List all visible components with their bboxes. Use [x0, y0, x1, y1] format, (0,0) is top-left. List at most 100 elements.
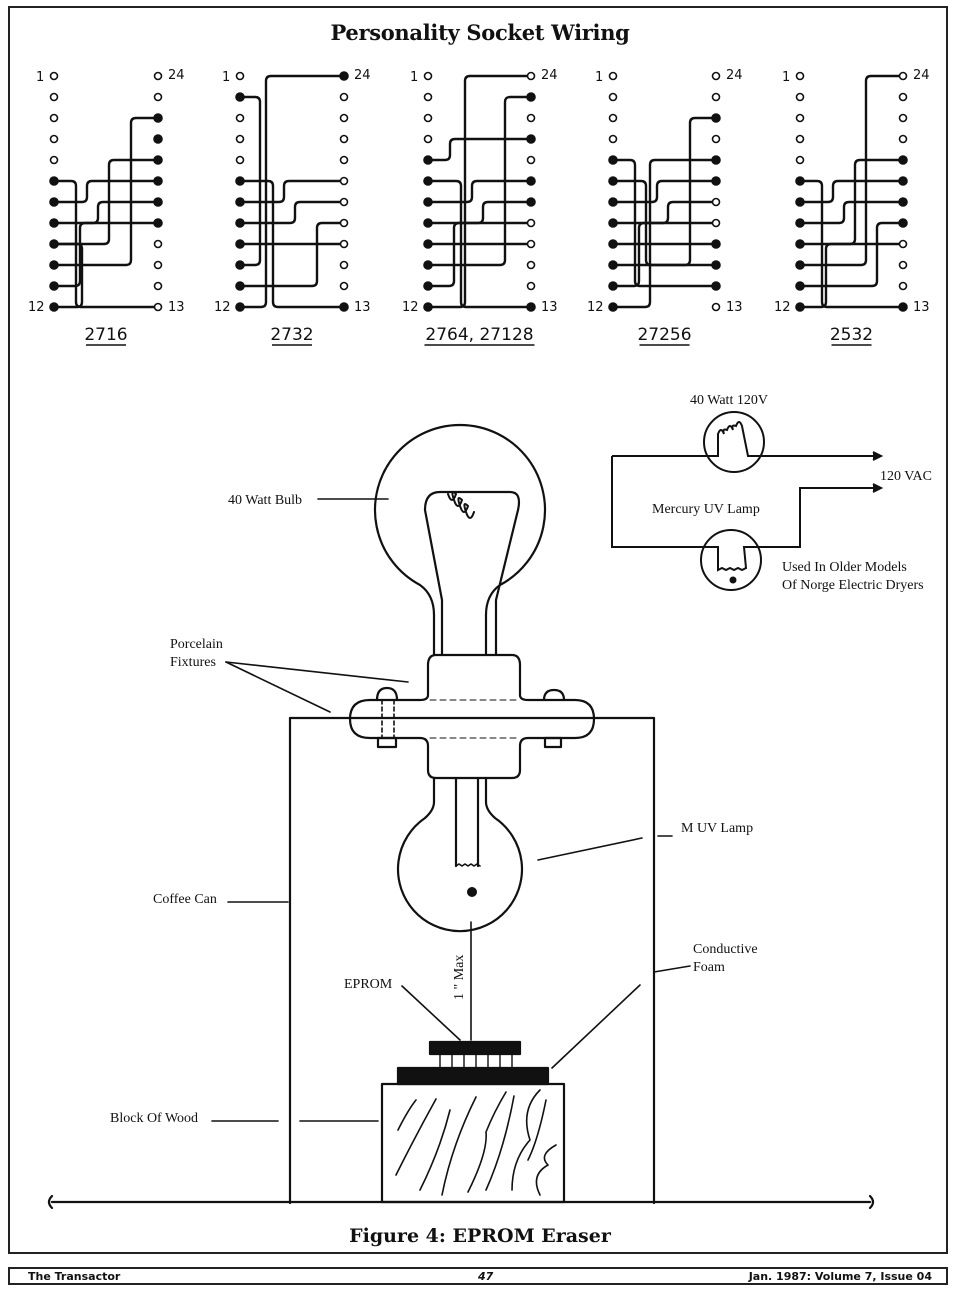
socket-pin-left-5	[608, 155, 618, 165]
page-title: Personality Socket Wiring	[330, 20, 630, 45]
socket-pin-right-24	[339, 71, 349, 81]
socket-pin-left-6	[608, 176, 618, 186]
socket-pin-right-21	[898, 134, 908, 144]
socket-pin-right-19	[898, 176, 908, 186]
wiring-trace	[54, 158, 158, 246]
socket-pin-right-24	[153, 71, 163, 81]
socket-chip-name: 2716	[84, 325, 127, 345]
socket-pin-right-23	[711, 92, 721, 102]
pin-label-12: 12	[587, 300, 604, 315]
pin-label-1: 1	[222, 70, 230, 85]
socket-pin-left-2	[49, 92, 59, 102]
socket-pin-right-16	[339, 239, 349, 249]
socket-pin-right-24	[526, 71, 536, 81]
socket-pin-right-13	[711, 302, 721, 312]
socket-pin-left-11	[423, 281, 433, 291]
socket-pin-left-10	[49, 260, 59, 270]
conductive-foam	[396, 1066, 550, 1086]
socket-pin-left-7	[795, 197, 805, 207]
footer-publication: The Transactor	[28, 1270, 121, 1283]
socket-pin-right-24	[898, 71, 908, 81]
pin-label-24: 24	[541, 68, 558, 83]
wiring-trace	[240, 179, 344, 204]
socket-pin-left-8	[49, 218, 59, 228]
socket-pin-right-14	[711, 281, 721, 291]
socket-pin-left-3	[608, 113, 618, 123]
socket-pin-left-6	[235, 176, 245, 186]
socket-pin-left-12	[608, 302, 618, 312]
wiring-trace	[800, 179, 903, 204]
socket-pin-right-14	[898, 281, 908, 291]
socket-pin-left-4	[795, 134, 805, 144]
socket-pin-left-5	[49, 155, 59, 165]
socket-pin-right-20	[339, 155, 349, 165]
socket-pin-right-18	[526, 197, 536, 207]
socket-pin-right-20	[898, 155, 908, 165]
schematic-lamp-label: Mercury UV Lamp	[652, 502, 760, 517]
socket-pin-right-13	[898, 302, 908, 312]
socket-pin-right-15	[711, 260, 721, 270]
pin-label-12: 12	[402, 300, 419, 315]
socket-pin-right-18	[339, 197, 349, 207]
figure-caption: Figure 4: EPROM Eraser	[349, 1225, 611, 1247]
socket-pin-left-1	[235, 71, 245, 81]
socket-pin-left-1	[423, 71, 433, 81]
pin-label-24: 24	[726, 68, 743, 83]
page-footer: The Transactor 47 Jan. 1987: Volume 7, I…	[8, 1267, 948, 1285]
socket-pin-right-21	[711, 134, 721, 144]
circuit-schematic	[611, 411, 884, 591]
socket-pin-left-7	[608, 197, 618, 207]
pin-label-12: 12	[28, 300, 45, 315]
socket-pin-right-18	[711, 197, 721, 207]
socket-chip-name: 2764, 27128	[425, 325, 533, 345]
schematic-note-1: Used In Older Models	[782, 560, 907, 575]
label-conductive-2: Foam	[693, 960, 725, 975]
socket-pin-right-15	[898, 260, 908, 270]
socket-pin-left-7	[235, 197, 245, 207]
socket-pin-right-15	[339, 260, 349, 270]
socket-pin-right-18	[898, 197, 908, 207]
socket-pin-left-7	[49, 197, 59, 207]
socket-pin-right-17	[526, 218, 536, 228]
wiring-trace	[54, 221, 158, 288]
coffee-can	[288, 716, 656, 1205]
socket-pin-right-23	[153, 92, 163, 102]
socket-pin-left-5	[235, 155, 245, 165]
socket-pin-left-1	[795, 71, 805, 81]
socket-pin-right-23	[526, 92, 536, 102]
wiring-trace	[428, 74, 531, 309]
socket-pin-left-2	[235, 92, 245, 102]
socket-pin-right-22	[711, 113, 721, 123]
socket-pin-left-2	[608, 92, 618, 102]
pin-label-12: 12	[214, 300, 231, 315]
socket-pin-right-22	[153, 113, 163, 123]
socket-pin-right-16	[711, 239, 721, 249]
label-block: Block Of Wood	[110, 1111, 198, 1126]
wiring-trace	[613, 116, 716, 267]
socket-pin-right-17	[153, 218, 163, 228]
socket-pin-left-8	[608, 218, 618, 228]
page-frame	[8, 6, 948, 1254]
pin-label-24: 24	[913, 68, 930, 83]
pin-label-1: 1	[782, 70, 790, 85]
porcelain-fixture	[348, 653, 596, 780]
label-coffee-can: Coffee Can	[153, 892, 217, 907]
socket-pin-left-3	[795, 113, 805, 123]
schematic-uv-electrode	[729, 576, 737, 584]
label-porcelain-2: Fixtures	[170, 655, 216, 670]
socket-pin-left-10	[423, 260, 433, 270]
schematic-note-2: Of Norge Electric Dryers	[782, 578, 924, 593]
socket-pin-left-6	[423, 176, 433, 186]
socket-pin-left-11	[49, 281, 59, 291]
socket-pin-right-14	[526, 281, 536, 291]
socket-pin-right-24	[711, 71, 721, 81]
pin-label-13: 13	[168, 300, 185, 315]
socket-pin-left-8	[795, 218, 805, 228]
socket-pin-right-20	[153, 155, 163, 165]
socket-pin-left-6	[49, 176, 59, 186]
socket-pin-left-12	[423, 302, 433, 312]
schematic-supply-label: 120 VAC	[880, 469, 932, 484]
